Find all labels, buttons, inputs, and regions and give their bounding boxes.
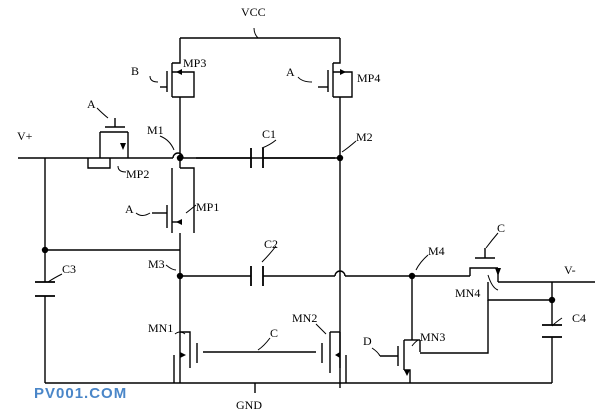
- capacitor-c3: [35, 281, 55, 297]
- junction-m4: [408, 272, 416, 280]
- mn3-gate-signal: D: [363, 334, 372, 348]
- mn4-gate-signal: C: [497, 221, 505, 235]
- mn1-label: MN1: [148, 321, 173, 335]
- mp3-label: MP3: [183, 56, 206, 70]
- mp1-label: MP1: [196, 200, 219, 214]
- vminus-label: V-: [564, 263, 576, 277]
- junction-m3: [176, 272, 184, 280]
- mp4-gate-signal: A: [286, 65, 295, 79]
- c4-label: C4: [572, 311, 586, 325]
- mn1-mn2-gate-signal: C: [270, 326, 278, 340]
- mn2-label: MN2: [292, 311, 317, 325]
- capacitor-c2: [250, 266, 264, 286]
- mp3-gate-signal: B: [131, 64, 139, 78]
- node-m2-label: M2: [356, 130, 373, 144]
- c2-label: C2: [264, 237, 278, 251]
- junction-vplus: [41, 246, 49, 254]
- mp2-gate-signal: A: [87, 97, 96, 111]
- c1-label: C1: [262, 127, 276, 141]
- mp4-label: MP4: [357, 71, 380, 85]
- watermark: PV001.COM: [34, 385, 127, 402]
- capacitor-c4: [542, 324, 562, 338]
- junction-m1: [176, 154, 184, 162]
- vplus-label: V+: [17, 129, 33, 143]
- wires: [18, 37, 595, 393]
- mp1-gate-signal: A: [125, 202, 134, 216]
- junction-m2: [336, 154, 344, 162]
- gnd-label: GND: [236, 398, 262, 412]
- mn4-label: MN4: [455, 286, 480, 300]
- node-m4-label: M4: [428, 244, 445, 258]
- node-m1-label: M1: [147, 123, 164, 137]
- labels: VCC GND V+ V- M1 M2 M3 M4 MP3 MP4 MP2 MP…: [17, 5, 586, 412]
- c3-label: C3: [62, 262, 76, 276]
- capacitor-c1: [250, 148, 264, 168]
- vcc-label: VCC: [241, 5, 266, 19]
- mp2-label: MP2: [126, 167, 149, 181]
- mn3-label: MN3: [420, 330, 445, 344]
- node-m3-label: M3: [148, 257, 165, 271]
- leader-lines: [47, 27, 563, 357]
- junction-dots: [41, 154, 556, 304]
- junction-vminus: [548, 296, 556, 304]
- arrow-markers: [120, 69, 501, 376]
